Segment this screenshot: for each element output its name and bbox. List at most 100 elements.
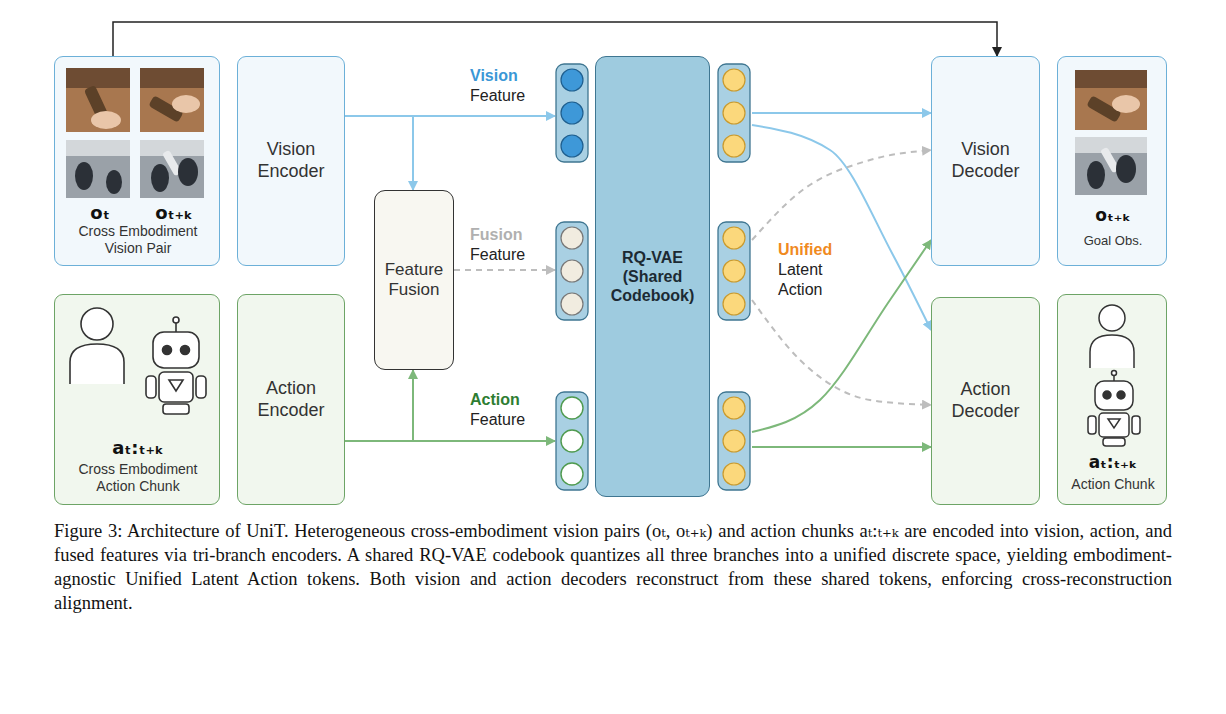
token <box>561 135 583 157</box>
frame-wall <box>140 140 204 156</box>
token <box>561 463 583 485</box>
robot-hand <box>151 164 169 192</box>
robot-arm <box>1088 416 1096 434</box>
robot-antenna <box>1113 374 1115 381</box>
bottle <box>1100 147 1120 174</box>
robot-head <box>153 332 199 368</box>
frame-ground <box>66 140 130 198</box>
connector-arrow <box>752 112 931 114</box>
hand <box>1112 95 1140 113</box>
node-label: RQ-VAE (Shared Codebook) <box>603 248 703 306</box>
robot-antenna-tip <box>173 317 179 323</box>
frame-ground <box>140 68 204 132</box>
robot-head <box>1095 381 1133 410</box>
hand-frame <box>1075 70 1147 130</box>
codebook-box: RQ-VAE (Shared Codebook) <box>555 56 752 497</box>
math-symbol: aₜ:ₜ₊ₖ <box>1058 452 1168 472</box>
robot-base <box>1103 438 1125 446</box>
robot-hand <box>1087 161 1105 189</box>
output-action-box: aₜ:ₜ₊ₖAction Chunk <box>1057 294 1167 505</box>
token <box>723 227 745 249</box>
human-head <box>1099 305 1125 331</box>
human-body <box>70 344 124 384</box>
robot-hand <box>1116 155 1136 183</box>
action-tokens <box>556 392 588 490</box>
frame-wall <box>66 140 130 156</box>
connector-arrow <box>345 116 413 190</box>
edge-label: Action Feature <box>470 390 542 430</box>
node-label: Action Chunk <box>1058 476 1168 493</box>
math-symbol: oₜ <box>65 202 135 224</box>
unified-tokens <box>718 64 750 490</box>
input-action-box: aₜ:ₜ₊ₖCross Embodiment Action Chunk <box>54 294 220 505</box>
robot-eye <box>1117 391 1125 399</box>
hand <box>172 95 200 113</box>
connector-arrow <box>752 300 931 405</box>
token <box>561 430 583 452</box>
human-icon <box>70 308 124 384</box>
robot-base <box>163 404 189 414</box>
robot-eye <box>181 346 190 355</box>
encoder-box: Action Encoder <box>237 294 345 505</box>
token <box>723 463 745 485</box>
human-head <box>81 308 113 340</box>
node-label: Goal Obs. <box>1058 233 1168 249</box>
frame-wall <box>66 68 130 88</box>
robot-frame <box>140 140 204 198</box>
node-label: Cross Embodiment Vision Pair <box>63 223 213 257</box>
token-column <box>718 64 750 162</box>
robot-antenna <box>175 322 177 332</box>
robot-body <box>1099 413 1129 437</box>
robot-frame <box>1075 137 1147 195</box>
frame-ground <box>1075 137 1147 195</box>
token <box>561 293 583 315</box>
token <box>723 293 745 315</box>
token <box>561 397 583 419</box>
token <box>723 397 745 419</box>
node-label: Feature Fusion <box>381 260 447 301</box>
robot-eye <box>163 346 172 355</box>
robot-hand <box>75 162 93 190</box>
robot-arm <box>146 376 156 398</box>
connector-arrow <box>752 125 931 330</box>
decoder-box: Action Decoder <box>931 297 1040 505</box>
connector-arrow <box>752 240 931 432</box>
token <box>723 102 745 124</box>
robot-antenna-tip <box>1112 371 1117 376</box>
robot-chest <box>1108 419 1120 428</box>
codebook-core: RQ-VAE (Shared Codebook) <box>595 56 710 497</box>
human-icon <box>1090 305 1134 368</box>
edge-label: Vision Feature <box>470 66 542 106</box>
fusion-box: Feature Fusion <box>374 190 454 370</box>
token <box>723 430 745 452</box>
token <box>723 135 745 157</box>
frame-ground <box>140 140 204 198</box>
frame-ground <box>1075 70 1147 130</box>
connector-arrow <box>752 150 931 240</box>
decoder-box: Vision Decoder <box>931 56 1040 266</box>
token <box>561 227 583 249</box>
frame-wall <box>140 68 204 88</box>
output-vision-box: oₜ₊ₖGoal Obs. <box>1057 56 1167 266</box>
vision-tokens <box>556 64 588 162</box>
math-symbol: aₜ:ₜ₊ₖ <box>55 437 221 459</box>
frame-wall <box>1075 137 1147 153</box>
figure-caption: Figure 3: Architecture of UniT. Heteroge… <box>54 519 1172 615</box>
frame-ground <box>66 68 130 132</box>
robot-icon <box>146 317 206 414</box>
robot-frame <box>66 140 130 198</box>
token <box>561 69 583 91</box>
node-label: Cross Embodiment Action Chunk <box>63 461 213 495</box>
node-label: Action Encoder <box>244 378 338 421</box>
token-column <box>556 392 588 490</box>
token <box>561 260 583 282</box>
token <box>723 260 745 282</box>
hand <box>91 111 121 129</box>
input-vision-box: oₜoₜ₊ₖCross Embodiment Vision Pair <box>54 56 220 266</box>
connector-arrow <box>752 446 931 448</box>
fusion-tokens <box>556 222 588 320</box>
token <box>723 69 745 91</box>
robot-body <box>159 372 193 402</box>
